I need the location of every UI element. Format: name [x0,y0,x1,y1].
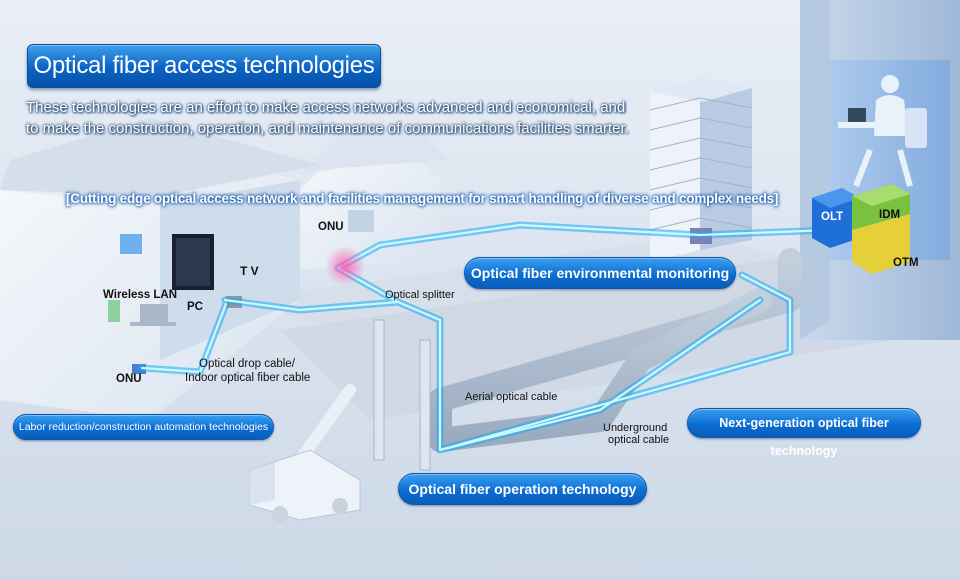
tech-labor-reduction[interactable]: Labor reduction/construction automation … [13,414,274,440]
label-aerial-optical-cable: Aerial optical cable [465,391,558,403]
page-title: Optical fiber access technologies [33,52,375,79]
signal-glow [325,246,365,286]
crane-truck [249,384,361,522]
label-onu-house: ONU [116,373,142,385]
label-pc: PC [187,301,203,313]
label-idm: IDM [879,209,901,221]
label-optical-drop-cable-1: Optical drop cable/ [199,358,295,370]
main-house [0,118,320,420]
cutting-edge-banner: [Cutting edge optical access network and… [66,191,779,206]
label-underground-2: optical cable [608,434,670,446]
label-tv: T V [240,264,259,278]
central-equipment [812,184,910,274]
label-olt: OLT [821,211,844,223]
operator-room [800,0,960,340]
label-onu-top: ONU [318,221,344,233]
intro-line-2: to make the construction, operation, and… [26,120,629,137]
utility-poles [373,319,431,471]
label-otm: OTM [893,257,919,269]
tech-environmental-monitoring[interactable]: Optical fiber environmental monitoring [464,257,736,289]
intro-line-1: These technologies are an effort to make… [26,99,626,116]
label-underground-1: Underground [603,422,668,434]
label-wireless-lan: Wireless LAN [103,289,178,301]
label-optical-drop-cable-2: Indoor optical fiber cable [185,372,311,384]
label-optical-splitter: Optical splitter [385,289,455,301]
intro-text: These technologies are an effort to make… [26,97,706,139]
tech-next-generation[interactable]: Next-generation optical fiber technology [687,408,921,458]
fiber-network [138,221,834,454]
title-box: Optical fiber access technologies [27,44,381,88]
tech-optical-fiber-operation[interactable]: Optical fiber operation technology [398,473,647,505]
